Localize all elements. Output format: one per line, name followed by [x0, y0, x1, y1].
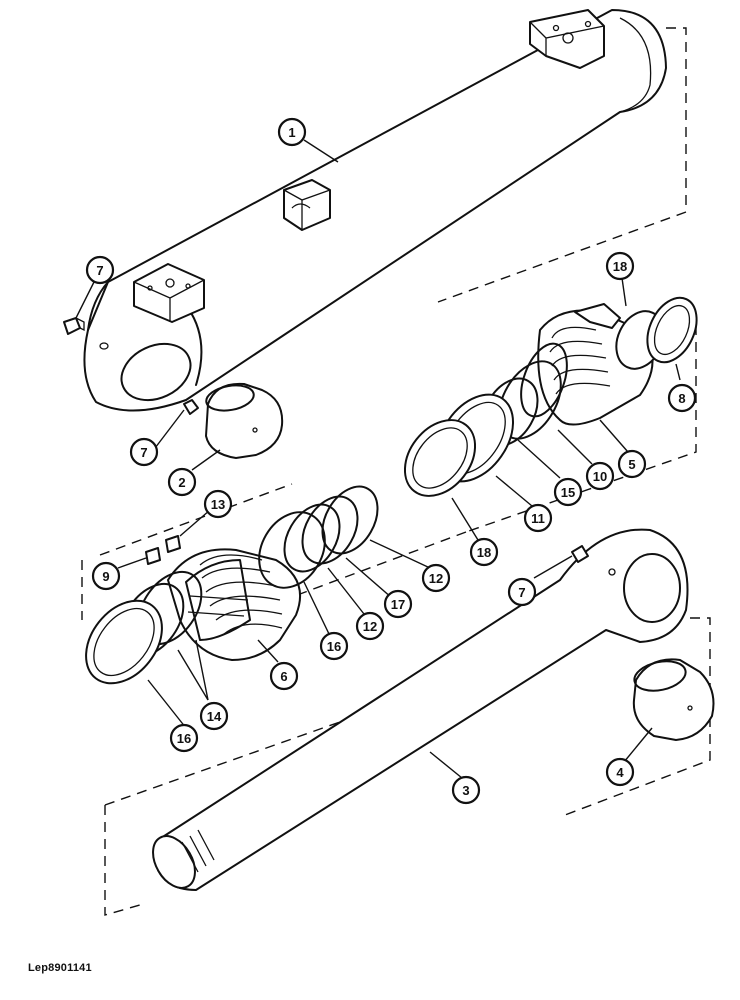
svg-text:16: 16 [327, 639, 341, 654]
svg-text:15: 15 [561, 485, 575, 500]
svg-text:18: 18 [477, 545, 491, 560]
callout-7-rod: 7 [507, 577, 537, 607]
piston-group [85, 485, 379, 685]
svg-text:13: 13 [211, 497, 225, 512]
bushing-4 [632, 658, 715, 741]
callout-6: 6 [269, 661, 299, 691]
svg-text:3: 3 [462, 783, 469, 798]
svg-text:7: 7 [518, 585, 525, 600]
svg-text:14: 14 [207, 709, 222, 724]
drawing-reference-code: Lep8901141 [28, 962, 92, 974]
callout-1: 1 [277, 117, 307, 147]
svg-text:7: 7 [140, 445, 147, 460]
svg-text:18: 18 [613, 259, 627, 274]
leader-lines [75, 139, 681, 779]
callout-16-lower: 16 [169, 723, 199, 753]
bushing-2 [183, 382, 284, 459]
callout-11: 11 [523, 503, 553, 533]
svg-text:17: 17 [391, 597, 405, 612]
callout-14: 14 [199, 701, 229, 731]
callout-7-barrel: 7 [85, 255, 115, 285]
callout-12-right: 12 [421, 563, 451, 593]
callout-2: 2 [167, 467, 197, 497]
svg-text:8: 8 [678, 391, 685, 406]
callout-18-bottom: 18 [469, 537, 499, 567]
callout-7-bushing: 7 [129, 437, 159, 467]
svg-text:4: 4 [616, 765, 624, 780]
callout-9: 9 [91, 561, 121, 591]
callout-13: 13 [203, 489, 233, 519]
svg-text:5: 5 [628, 457, 635, 472]
grease-fitting-barrel [63, 317, 85, 335]
callout-4: 4 [605, 757, 635, 787]
piston-rod [152, 528, 689, 891]
gland-seal-group [403, 296, 698, 497]
svg-text:12: 12 [363, 619, 377, 634]
svg-text:12: 12 [429, 571, 443, 586]
callout-12-left: 12 [355, 611, 385, 641]
svg-text:7: 7 [96, 263, 103, 278]
callout-16-ring: 16 [319, 631, 349, 661]
svg-text:9: 9 [102, 569, 109, 584]
cylinder-barrel [83, 9, 667, 412]
callout-17: 17 [383, 589, 413, 619]
svg-text:10: 10 [593, 469, 607, 484]
callout-5: 5 [617, 449, 647, 479]
callout-15: 15 [553, 477, 583, 507]
callout-18-top: 18 [605, 251, 635, 281]
svg-text:16: 16 [177, 731, 191, 746]
svg-text:11: 11 [531, 511, 545, 526]
svg-text:6: 6 [280, 669, 287, 684]
callout-8: 8 [667, 383, 697, 413]
callout-10: 10 [585, 461, 615, 491]
svg-text:1: 1 [288, 125, 295, 140]
callout-3: 3 [451, 775, 481, 805]
svg-text:2: 2 [178, 475, 185, 490]
